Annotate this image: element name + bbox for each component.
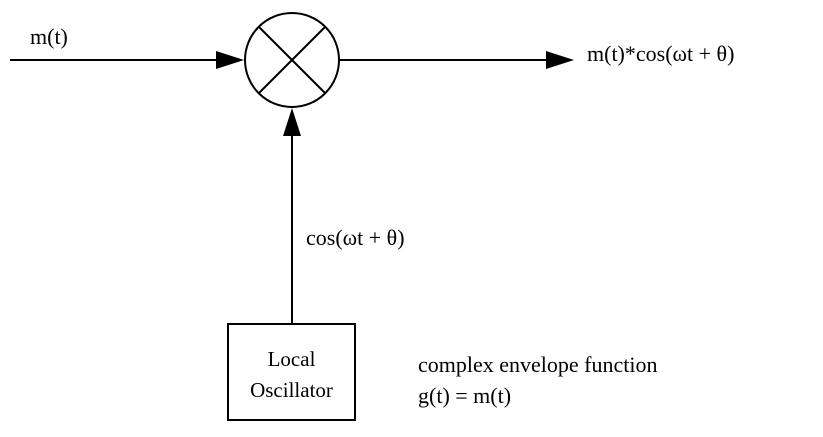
note-line1: complex envelope function bbox=[418, 352, 657, 377]
carrier-signal-arrow bbox=[283, 108, 301, 323]
note-line2: g(t) = m(t) bbox=[418, 383, 511, 408]
mixer-cross-line-2 bbox=[258, 26, 326, 94]
oscillator-label-line2: Oscillator bbox=[250, 378, 333, 402]
output-signal-arrow bbox=[339, 51, 574, 69]
carrier-label: cos(ωt + θ) bbox=[306, 225, 405, 250]
mixer-multiplier bbox=[244, 12, 340, 108]
input-label: m(t) bbox=[30, 24, 68, 49]
oscillator-label-line1: Local bbox=[268, 347, 316, 371]
local-oscillator-block: Local Oscillator bbox=[227, 323, 356, 421]
input-signal-arrow bbox=[10, 51, 244, 69]
output-label: m(t)*cos(ωt + θ) bbox=[587, 41, 734, 66]
